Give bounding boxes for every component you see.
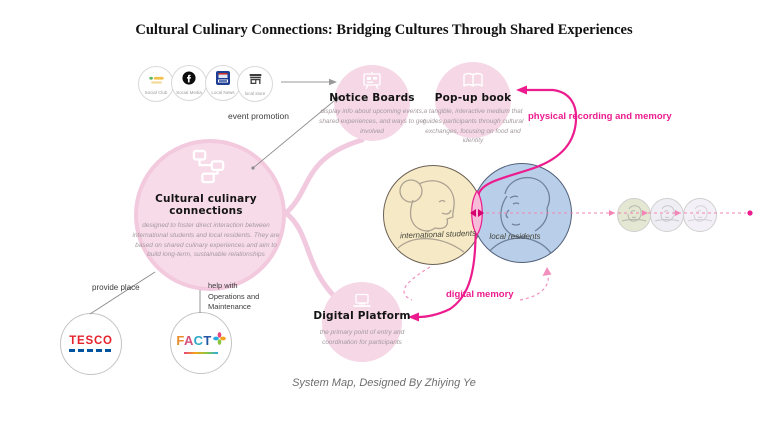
fact-role-label: help with Operations and Maintenance <box>208 281 260 311</box>
fact-logo-text: FACT <box>176 333 212 349</box>
notice-board-icon <box>362 71 382 95</box>
channel-social-media: Social Media <box>171 65 207 101</box>
digital-memory-label: digital memory <box>446 289 514 300</box>
notice-boards-circle <box>334 65 410 141</box>
channel-local-store: local store <box>237 66 273 102</box>
gazette-newspaper-icon <box>216 70 230 90</box>
channel-label: local store <box>244 90 266 96</box>
event-promotion-label: event promotion <box>228 111 289 121</box>
future-participant-circle <box>683 198 717 232</box>
facebook-icon <box>182 71 196 90</box>
tesco-logo-dashes <box>69 349 113 353</box>
pop-up-book-title: Pop-up book <box>434 92 512 104</box>
social-club-icon <box>148 72 164 90</box>
future-face-sketch <box>651 205 683 231</box>
hub-title: Cultural culinary connections <box>155 193 257 217</box>
digital-platform-description: the primary point of entry and coordinat… <box>319 329 405 346</box>
future-participant-circle <box>650 198 684 232</box>
footer-credit: System Map, Designed By Zhiying Ye <box>292 377 476 389</box>
student-face-sketch <box>384 179 482 264</box>
notice-boards-title: Notice Boards <box>329 92 415 104</box>
physical-memory-label: physical recording and memory <box>528 111 672 122</box>
resident-face-sketch <box>473 176 571 262</box>
channel-social-club: Social Club <box>138 66 174 102</box>
tesco-logo: TESCO <box>69 334 113 347</box>
fact-partner-circle: FACT <box>170 312 232 374</box>
future-face-sketch <box>618 205 650 231</box>
future-participant-circle <box>617 198 651 232</box>
fact-logo-strip <box>184 351 218 355</box>
future-face-sketch <box>684 205 716 231</box>
digital-platform-title: Digital Platform <box>313 310 411 322</box>
channel-label: Social Club <box>144 90 168 96</box>
channel-local-news: Local News <box>205 65 241 101</box>
tesco-role-label: provide place <box>92 283 140 292</box>
notice-boards-description: display info about upcoming events, shar… <box>319 108 425 135</box>
local-residents-label: local residents <box>489 232 541 241</box>
storefront-icon <box>248 72 263 91</box>
pinwheel-icon <box>212 331 226 350</box>
workflow-icon <box>192 148 226 191</box>
page-title: Cultural Culinary Connections: Bridging … <box>135 22 633 38</box>
international-students-circle <box>383 165 483 265</box>
open-book-icon <box>462 72 484 93</box>
hub-description: designed to foster direct interaction be… <box>132 222 280 259</box>
fact-logo: FACT <box>176 331 226 350</box>
pop-up-book-description: a tangible, interactive medium that guid… <box>422 108 524 145</box>
local-residents-circle <box>472 163 572 263</box>
channel-label: Local News <box>211 89 235 95</box>
tesco-partner-circle: TESCO <box>60 313 122 375</box>
channel-label: Social Media <box>176 89 202 95</box>
